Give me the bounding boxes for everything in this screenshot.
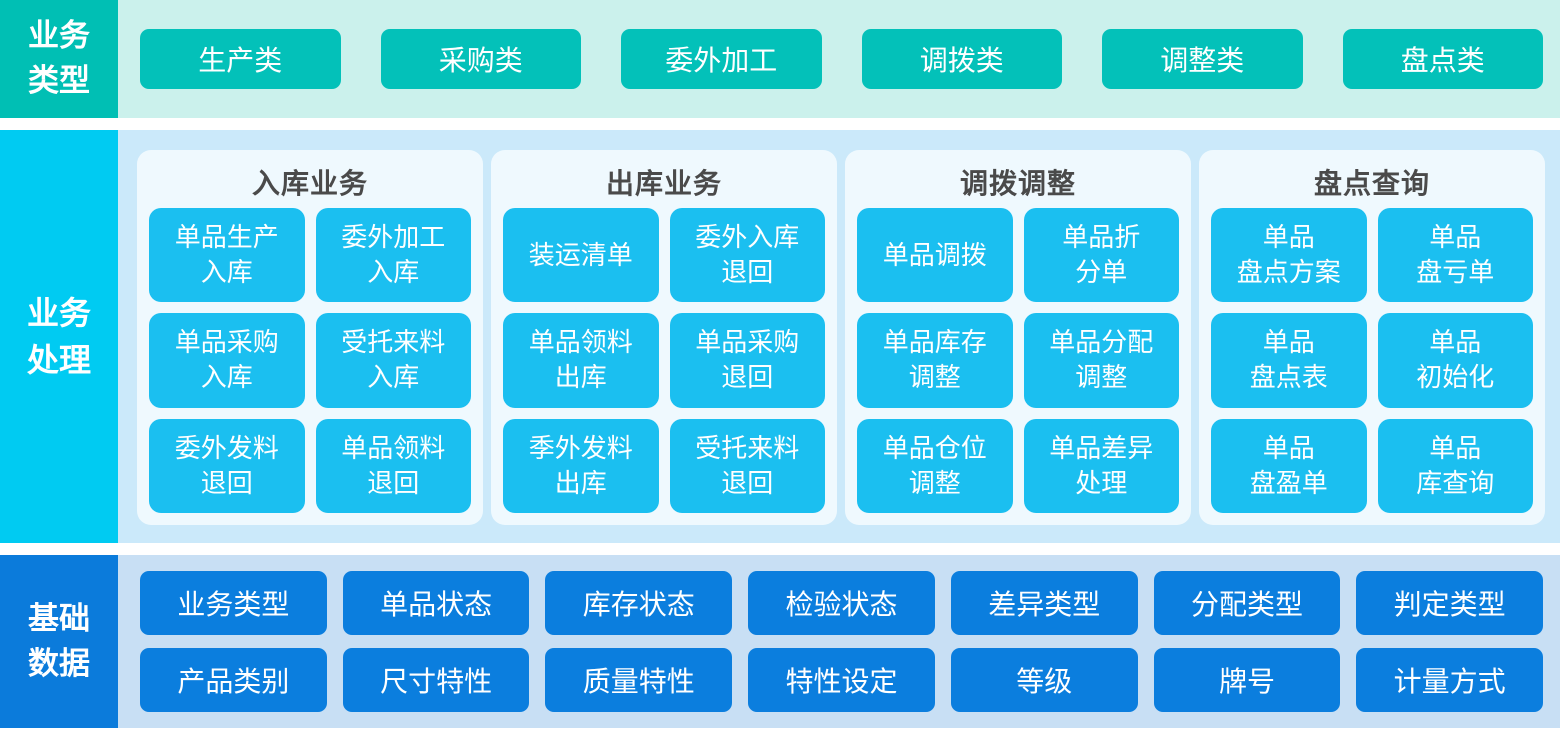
base-data-box: 计量方式 — [1356, 648, 1544, 712]
base-data-box: 尺寸特性 — [342, 648, 530, 712]
band-label-base-data: 基础 数据 — [0, 555, 118, 728]
group-grid-inbound: 单品生产 入库 委外加工 入库 单品采购 入库 受托来料 入库 委外发料 退回 … — [149, 208, 471, 513]
group-title-inbound: 入库业务 — [251, 168, 368, 199]
process-box: 委外发料 退回 — [149, 418, 305, 513]
business-type-box-outsourcing: 委外加工 — [621, 29, 822, 89]
process-box: 单品差异 处理 — [1023, 418, 1179, 513]
process-box: 单品生产 入库 — [149, 208, 305, 303]
band-label-business-process: 业务 处理 — [0, 130, 118, 543]
group-title-stocktake-query: 盘点查询 — [1313, 168, 1430, 199]
base-data-body: 业务类型 单品状态 库存状态 检验状态 差异类型 分配类型 判定类型 产品类别 … — [118, 555, 1560, 728]
process-box: 单品库存 调整 — [857, 313, 1013, 408]
business-process-body: 入库业务 单品生产 入库 委外加工 入库 单品采购 入库 受托来料 入库 委外发… — [118, 130, 1560, 543]
process-box: 单品折 分单 — [1023, 208, 1179, 303]
business-type-box-adjust: 调整类 — [1102, 29, 1303, 89]
process-box: 受托来料 入库 — [315, 313, 471, 408]
process-box: 单品 盘点方案 — [1211, 208, 1367, 303]
group-title-outbound: 出库业务 — [605, 168, 722, 199]
process-box: 单品采购 退回 — [669, 313, 825, 408]
band-base-data: 基础 数据 业务类型 单品状态 库存状态 检验状态 差异类型 分配类型 判定类型… — [0, 555, 1560, 728]
base-data-box: 特性设定 — [748, 648, 935, 712]
process-box: 单品仓位 调整 — [857, 418, 1013, 513]
process-box: 受托来料 退回 — [669, 418, 825, 513]
base-data-box: 业务类型 — [140, 571, 327, 635]
base-data-box: 单品状态 — [342, 571, 530, 635]
base-data-box: 判定类型 — [1356, 571, 1544, 635]
business-type-box-production: 生产类 — [140, 29, 341, 89]
group-card-transfer-adjust: 调拨调整 单品调拨 单品折 分单 单品库存 调整 单品分配 调整 单品仓位 调整… — [845, 150, 1191, 525]
process-box: 单品调拨 — [857, 208, 1013, 303]
business-type-box-stocktake: 盘点类 — [1342, 29, 1543, 89]
process-box: 单品 初始化 — [1377, 313, 1533, 408]
base-data-box: 差异类型 — [950, 571, 1138, 635]
group-title-transfer-adjust: 调拨调整 — [959, 168, 1076, 199]
base-data-row-1: 业务类型 单品状态 库存状态 检验状态 差异类型 分配类型 判定类型 — [140, 571, 1544, 635]
base-data-box: 产品类别 — [140, 648, 327, 712]
process-box: 单品分配 调整 — [1023, 313, 1179, 408]
group-card-inbound: 入库业务 单品生产 入库 委外加工 入库 单品采购 入库 受托来料 入库 委外发… — [137, 150, 483, 525]
base-data-box: 等级 — [950, 648, 1138, 712]
group-grid-transfer-adjust: 单品调拨 单品折 分单 单品库存 调整 单品分配 调整 单品仓位 调整 单品差异… — [857, 208, 1179, 513]
process-box: 单品领料 出库 — [503, 313, 659, 408]
process-box: 委外加工 入库 — [315, 208, 471, 303]
business-type-body: 生产类 采购类 委外加工 调拨类 调整类 盘点类 — [118, 0, 1560, 118]
process-box: 单品领料 退回 — [315, 418, 471, 513]
base-data-box: 质量特性 — [545, 648, 733, 712]
base-data-box: 检验状态 — [748, 571, 935, 635]
process-box: 单品 盘点表 — [1211, 313, 1367, 408]
group-card-outbound: 出库业务 装运清单 委外入库 退回 单品领料 出库 单品采购 退回 季外发料 出… — [491, 150, 837, 525]
process-box: 单品 库查询 — [1377, 418, 1533, 513]
band-business-process: 业务 处理 入库业务 单品生产 入库 委外加工 入库 单品采购 入库 受托来料 … — [0, 130, 1560, 543]
band-label-business-type: 业务 类型 — [0, 0, 118, 118]
business-type-box-purchase: 采购类 — [380, 29, 581, 89]
process-box: 装运清单 — [503, 208, 659, 303]
base-data-row-2: 产品类别 尺寸特性 质量特性 特性设定 等级 牌号 计量方式 — [140, 648, 1544, 712]
group-grid-outbound: 装运清单 委外入库 退回 单品领料 出库 单品采购 退回 季外发料 出库 受托来… — [503, 208, 825, 513]
base-data-box: 库存状态 — [545, 571, 733, 635]
base-data-box: 分配类型 — [1153, 571, 1341, 635]
base-data-box: 牌号 — [1153, 648, 1341, 712]
band-business-type: 业务 类型 生产类 采购类 委外加工 调拨类 调整类 盘点类 — [0, 0, 1560, 118]
process-box: 委外入库 退回 — [669, 208, 825, 303]
process-box: 季外发料 出库 — [503, 418, 659, 513]
business-type-box-transfer: 调拨类 — [861, 29, 1062, 89]
process-box: 单品采购 入库 — [149, 313, 305, 408]
process-box: 单品 盘盈单 — [1211, 418, 1367, 513]
group-grid-stocktake-query: 单品 盘点方案 单品 盘亏单 单品 盘点表 单品 初始化 单品 盘盈单 单品 库… — [1211, 208, 1533, 513]
process-box: 单品 盘亏单 — [1377, 208, 1533, 303]
group-card-stocktake-query: 盘点查询 单品 盘点方案 单品 盘亏单 单品 盘点表 单品 初始化 单品 盘盈单… — [1199, 150, 1545, 525]
